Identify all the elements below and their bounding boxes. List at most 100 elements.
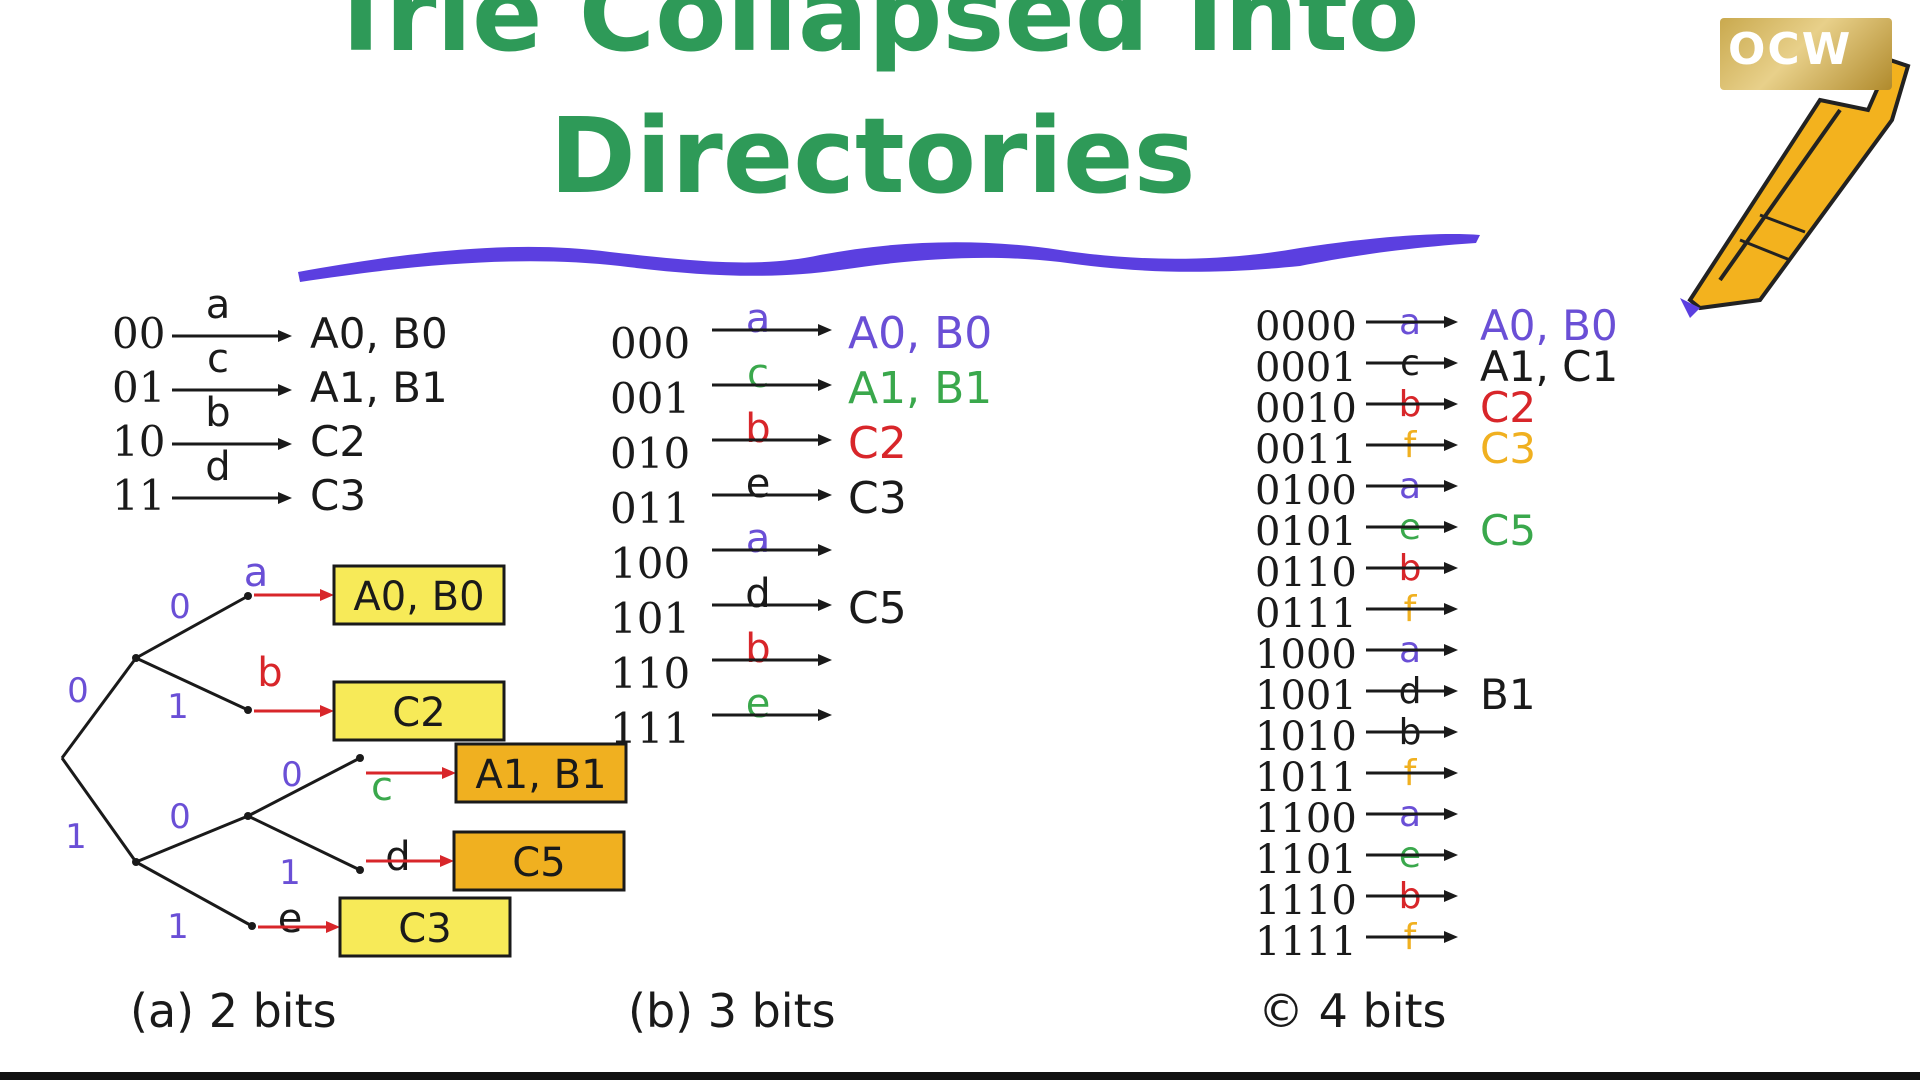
bucket-label-c: A1, B1 — [475, 752, 606, 798]
key-label: 1101 — [1255, 837, 1357, 883]
target-label: C2 — [848, 418, 907, 469]
bucket-box-c — [454, 742, 628, 804]
target-label: C3 — [310, 471, 366, 520]
key-label: 100 — [610, 539, 690, 588]
bucket-label-a: A0, B0 — [353, 574, 484, 620]
target-label: A1, B1 — [848, 363, 992, 414]
leaf-arrow-head — [440, 855, 454, 867]
leaf-label-b: b — [257, 650, 282, 696]
leaf-arrow-head — [326, 921, 340, 933]
arrow-head — [278, 492, 292, 504]
arrow-head — [1444, 480, 1458, 492]
edge-bit: 1 — [279, 853, 301, 893]
arrow-head — [818, 654, 832, 666]
trie-node — [132, 858, 140, 866]
arrow-head — [818, 709, 832, 721]
bucket-label-b: C2 — [392, 690, 445, 736]
key-label: 0111 — [1255, 591, 1357, 637]
key-label: 1111 — [1255, 919, 1357, 965]
key-label: 0001 — [1255, 345, 1357, 391]
trie-edge — [135, 814, 249, 864]
key-label: 1001 — [1255, 673, 1357, 719]
target-label: C3 — [1480, 424, 1536, 473]
title-line-2: Directories — [549, 95, 1196, 217]
edge-bit: 1 — [167, 907, 189, 947]
trie-edge — [247, 756, 361, 818]
arrow-head — [1444, 931, 1458, 943]
arrow-head — [818, 324, 832, 336]
key-label: 1000 — [1255, 632, 1357, 678]
edge-label: c — [207, 336, 229, 382]
leaf-label-c: c — [371, 764, 393, 810]
bucket-box-b — [332, 680, 506, 742]
edge-label: b — [745, 406, 770, 452]
key-label: 11 — [112, 471, 165, 520]
arrow-head — [818, 379, 832, 391]
leaf-arrow-head — [320, 705, 334, 717]
arrow-head — [818, 544, 832, 556]
leaf-arrow-head — [320, 589, 334, 601]
trie-node — [244, 706, 252, 714]
key-label: 0101 — [1255, 509, 1357, 555]
arrow-head — [1444, 316, 1458, 328]
leaf-label-a: a — [244, 550, 269, 596]
leaf-label-d: d — [385, 834, 410, 880]
arrow-head — [1444, 603, 1458, 615]
target-label: C5 — [1480, 506, 1536, 555]
arrow-head — [818, 599, 832, 611]
key-label: 000 — [610, 319, 690, 368]
arrow-head — [818, 434, 832, 446]
arrow-head — [1444, 398, 1458, 410]
edge-bit: 0 — [169, 587, 191, 627]
arrow-head — [1444, 808, 1458, 820]
trie-edge — [135, 656, 249, 712]
target-label: A0, B0 — [1480, 301, 1618, 350]
trie-node — [356, 866, 364, 874]
trie-edge — [60, 657, 138, 759]
edge-label: b — [205, 390, 230, 436]
target-label: A0, B0 — [310, 309, 448, 358]
target-label: B1 — [1480, 670, 1536, 719]
key-label: 0011 — [1255, 427, 1357, 473]
key-label: 110 — [610, 649, 690, 698]
arrow-head — [278, 438, 292, 450]
arrow-head — [1444, 685, 1458, 697]
edge-label: b — [745, 626, 770, 672]
key-label: 10 — [112, 417, 165, 466]
key-label: 1011 — [1255, 755, 1357, 801]
caption-2-bits: (a) 2 bits — [130, 984, 337, 1038]
trie-edge — [60, 757, 138, 863]
target-label: C3 — [848, 473, 907, 524]
key-label: 0100 — [1255, 468, 1357, 514]
edge-label: e — [746, 461, 771, 507]
edge-label: a — [746, 296, 771, 342]
leaf-arrow-head — [442, 767, 456, 779]
bottom-bar — [0, 1072, 1920, 1080]
edge-label: d — [205, 444, 230, 490]
edge-bit: 0 — [281, 755, 303, 795]
bucket-label-e: C3 — [398, 906, 451, 952]
bucket-label-d: C5 — [512, 840, 565, 886]
edge-label: e — [746, 681, 771, 727]
edge-bit: 1 — [65, 817, 87, 857]
logo: OCW — [1720, 18, 1892, 90]
key-label: 0010 — [1255, 386, 1357, 432]
logo-text: OCW — [1728, 24, 1853, 75]
arrow-head — [1444, 849, 1458, 861]
edge-bit: 1 — [167, 687, 189, 727]
bucket-box-d — [452, 830, 626, 892]
title-line-1: Trie Collapsed Into — [325, 0, 1420, 75]
arrow-head — [1444, 562, 1458, 574]
key-label: 1110 — [1255, 878, 1357, 924]
edge-bit: 0 — [67, 671, 89, 711]
trie-node — [132, 654, 140, 662]
edge-label: a — [206, 282, 231, 328]
arrow-head — [1444, 439, 1458, 451]
key-label: 101 — [610, 594, 690, 643]
bucket-box-a — [332, 564, 506, 626]
